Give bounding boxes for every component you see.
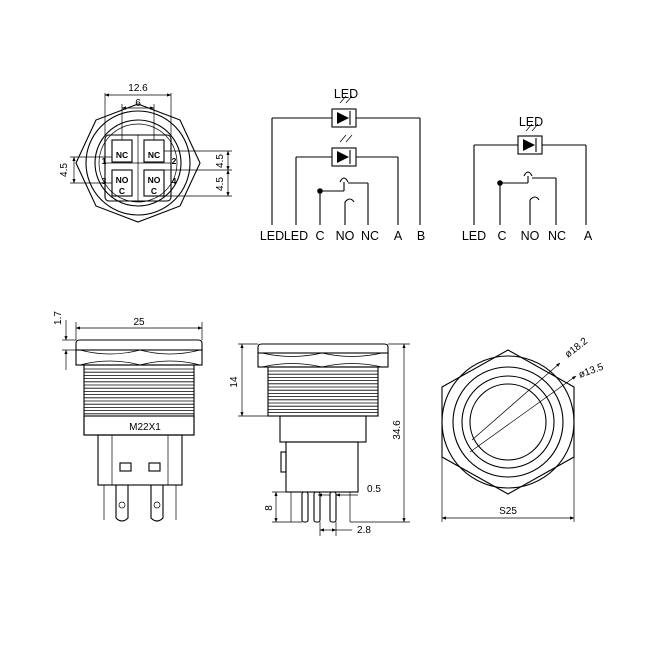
- led-2-box: [331, 147, 357, 167]
- terminal-c-right: C: [151, 186, 157, 196]
- profile-view: 14 34.6 8 0.5 2.8: [229, 343, 410, 536]
- terminal-c-left: C: [119, 186, 125, 196]
- terminal-4: [143, 169, 165, 197]
- inner-ring: [94, 119, 182, 207]
- pin-led-2: LED: [284, 229, 308, 243]
- profile-switch-body: [285, 441, 359, 493]
- pin-led-1: LED: [260, 229, 284, 243]
- top-hex: [441, 349, 575, 495]
- top-view: ø18.2 ø13.5 S25: [441, 336, 605, 522]
- dim-diameter-18-2: ø18.2: [563, 336, 590, 361]
- terminal-num-3: 3: [102, 176, 107, 186]
- pin-a: A: [394, 229, 403, 243]
- pin-no: NO: [336, 229, 355, 243]
- hex-outline: [75, 103, 201, 223]
- dim-pitch-right-bottom: 4.5: [215, 177, 226, 191]
- profile-pin-3: [329, 491, 337, 523]
- terminal-num-1: 1: [102, 156, 107, 166]
- dim-pitch-left: 4.5: [59, 163, 70, 177]
- led-1-box: [331, 108, 357, 128]
- body-ring: [98, 123, 178, 203]
- led-label-dual: LED: [334, 87, 358, 101]
- dim-inner-6: 6: [135, 98, 141, 109]
- pin-left-outer: [115, 485, 129, 522]
- led-label-single: LED: [519, 115, 543, 129]
- profile-pin-2: [313, 491, 321, 523]
- pin-b: B: [417, 229, 425, 243]
- dim-diameter-13-5: ø13.5: [577, 362, 605, 381]
- terminal-nc-right: NC: [148, 150, 160, 160]
- front-view: NC NC NO NO C C 1 2 3 4 12.6 6 4.5 4.5 4…: [59, 83, 232, 223]
- pin-c: C: [315, 229, 324, 243]
- top-bezel-ring: [461, 375, 555, 469]
- dim-across-flats: S25: [499, 506, 517, 517]
- dim-pitch-right-top: 4.5: [215, 154, 226, 168]
- pin-right-outer: [150, 485, 164, 522]
- thread-spec: M22X1: [129, 422, 161, 433]
- terminal-no-right: NO: [148, 175, 161, 185]
- dim-pin-0-5: 0.5: [367, 484, 381, 495]
- switch-body: [97, 434, 183, 486]
- pin-nc: NC: [361, 229, 379, 243]
- terminal-no-left: NO: [116, 175, 129, 185]
- pin-c-single: C: [497, 229, 506, 243]
- schematic-dual-led: LED LED LED C NO NC A: [260, 87, 425, 243]
- dim-width-25: 25: [133, 317, 145, 328]
- dim-panel-14: 14: [229, 376, 240, 388]
- side-view: M22X1 25 1.7: [53, 311, 203, 522]
- schematic-single-led: LED LED C NO NC A: [462, 115, 593, 243]
- pin-no-single: NO: [521, 229, 540, 243]
- pin-led-single: LED: [462, 229, 486, 243]
- top-button: [469, 383, 547, 461]
- top-outer-ring: [452, 366, 564, 478]
- bezel: [75, 339, 203, 351]
- led-single-box: [517, 135, 543, 155]
- dim-width-12-6: 12.6: [128, 83, 148, 94]
- dim-length-34-6: 34.6: [392, 420, 403, 440]
- nut: [75, 349, 203, 366]
- dim-pin-8: 8: [264, 505, 275, 511]
- terminal-num-2: 2: [172, 156, 177, 166]
- terminal-num-4: 4: [172, 176, 177, 186]
- outer-ring: [85, 110, 191, 216]
- pin-nc-single: NC: [548, 229, 566, 243]
- dim-nut-1-7: 1.7: [53, 311, 64, 325]
- dim-pitch-2-8: 2.8: [357, 525, 371, 536]
- profile-bezel: [257, 343, 389, 354]
- terminal-nc-left: NC: [116, 150, 128, 160]
- top-hex-inscribed: [441, 355, 575, 489]
- pin-a-single: A: [584, 229, 593, 243]
- profile-pin-1: [301, 491, 309, 523]
